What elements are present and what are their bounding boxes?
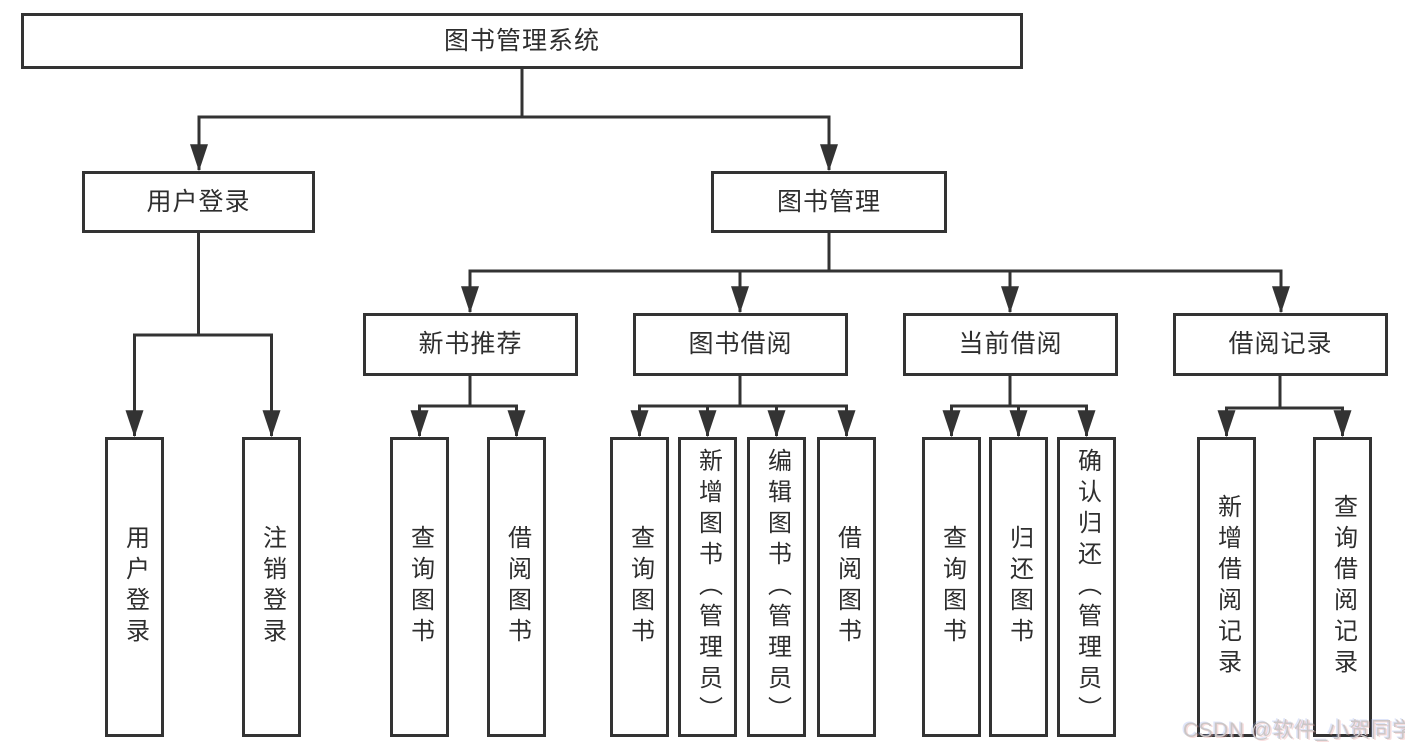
node-user-login: 用户登录 (82, 171, 315, 233)
leaf-query-books-borrow: 查询图书 (610, 437, 669, 737)
node-current-borrow: 当前借阅 (903, 313, 1118, 376)
leaf-query-books-current: 查询图书 (922, 437, 981, 737)
node-new-book-recommend: 新书推荐 (363, 313, 578, 376)
node-book-management: 图书管理 (711, 171, 947, 233)
leaf-query-books-recommend: 查询图书 (390, 437, 449, 737)
leaf-query-borrow-record: 查询借阅记录 (1313, 437, 1372, 737)
bus-lines (133, 115, 1344, 410)
leaf-confirm-return-admin: 确认归还（管理员） (1057, 437, 1116, 737)
leaf-borrow-books-recommend: 借阅图书 (487, 437, 546, 737)
node-library-system: 图书管理系统 (21, 13, 1023, 69)
leaf-add-book-admin: 新增图书（管理员） (678, 437, 737, 737)
leaf-return-book: 归还图书 (989, 437, 1048, 737)
node-borrow-records: 借阅记录 (1173, 313, 1388, 376)
csdn-watermark: CSDN @软件_小贺同学 (1183, 719, 1405, 742)
leaf-borrow-books: 借阅图书 (817, 437, 876, 737)
leaf-add-borrow-record: 新增借阅记录 (1197, 437, 1256, 737)
stem-lines (197, 69, 1282, 410)
leaf-logout: 注销登录 (242, 437, 301, 737)
node-book-borrow: 图书借阅 (633, 313, 848, 376)
leaf-user-login: 用户登录 (105, 437, 164, 737)
leaf-edit-book-admin: 编辑图书（管理员） (747, 437, 806, 737)
